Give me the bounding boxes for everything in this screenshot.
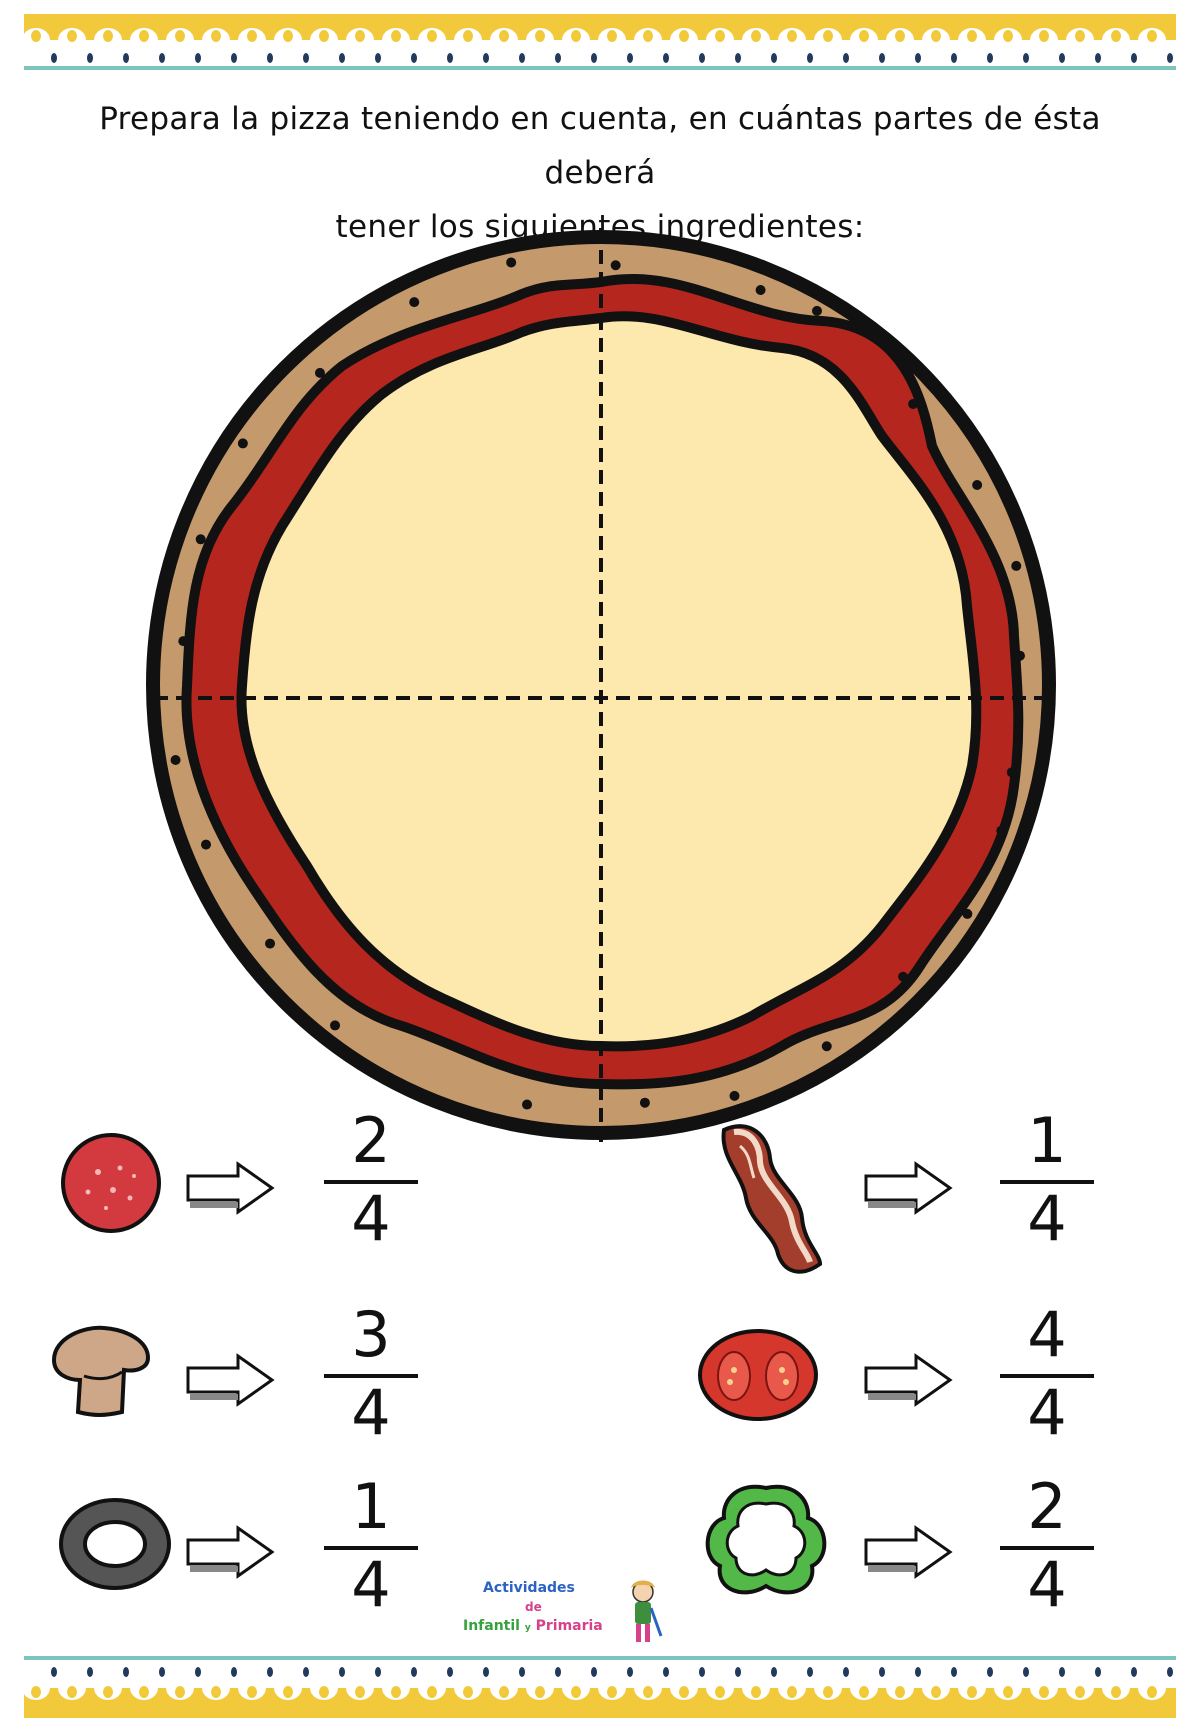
logo-word-primaria: Primaria	[535, 1618, 603, 1634]
fraction-bar	[324, 1180, 418, 1184]
fraction-mushroom: 3 4	[316, 1298, 426, 1446]
pizza-cheese	[236, 311, 982, 1052]
logo-line-2: de	[525, 1600, 542, 1614]
fraction-bar	[324, 1374, 418, 1378]
site-logo: Actividades de Infantil y Primaria	[455, 1578, 665, 1648]
fraction-numerator: 2	[1027, 1470, 1067, 1543]
salami-icon	[61, 1133, 161, 1233]
logo-word-infantil: Infantil	[463, 1618, 520, 1634]
mushroom-icon	[51, 1325, 151, 1417]
fraction-denominator: 4	[1027, 1548, 1067, 1621]
fraction-bar	[324, 1546, 418, 1550]
bacon-icon	[721, 1124, 823, 1274]
fraction-green-pepper: 2 4	[992, 1470, 1102, 1618]
arrow-right-icon	[186, 1353, 275, 1407]
fraction-bacon: 1 4	[992, 1104, 1102, 1252]
arrow-right-icon	[186, 1161, 275, 1215]
girl-mascot-icon	[631, 1580, 663, 1642]
tomato-icon	[698, 1329, 818, 1421]
fraction-denominator: 4	[1027, 1182, 1067, 1255]
fraction-tomato: 4 4	[992, 1298, 1102, 1446]
arrow-right-icon	[864, 1161, 953, 1215]
pizza-base	[146, 228, 1056, 1142]
fraction-numerator: 4	[1027, 1298, 1067, 1371]
fraction-numerator: 3	[351, 1298, 391, 1371]
arrow-right-icon	[864, 1525, 953, 1579]
decorative-border-bottom	[24, 1656, 1176, 1718]
fraction-bar	[1000, 1546, 1094, 1550]
arrow-right-icon	[186, 1525, 275, 1579]
logo-line-3: Infantil y Primaria	[463, 1618, 603, 1634]
fraction-denominator: 4	[351, 1182, 391, 1255]
fraction-denominator: 4	[351, 1548, 391, 1621]
fraction-salami: 2 4	[316, 1104, 426, 1252]
instructions-line-1: Prepara la pizza teniendo en cuenta, en …	[99, 101, 1101, 191]
fraction-denominator: 4	[1027, 1376, 1067, 1449]
fraction-bar	[1000, 1180, 1094, 1184]
olive-icon	[59, 1498, 171, 1590]
green-pepper-icon	[705, 1484, 827, 1595]
logo-line-1: Actividades	[483, 1580, 575, 1596]
fraction-numerator: 1	[351, 1470, 391, 1543]
logo-word-y: y	[524, 1623, 531, 1633]
decorative-border-top	[24, 14, 1176, 70]
arrow-right-icon	[864, 1353, 953, 1407]
fraction-bar	[1000, 1374, 1094, 1378]
fraction-olive: 1 4	[316, 1470, 426, 1618]
fraction-denominator: 4	[351, 1376, 391, 1449]
fraction-numerator: 1	[1027, 1104, 1067, 1177]
fraction-numerator: 2	[351, 1104, 391, 1177]
